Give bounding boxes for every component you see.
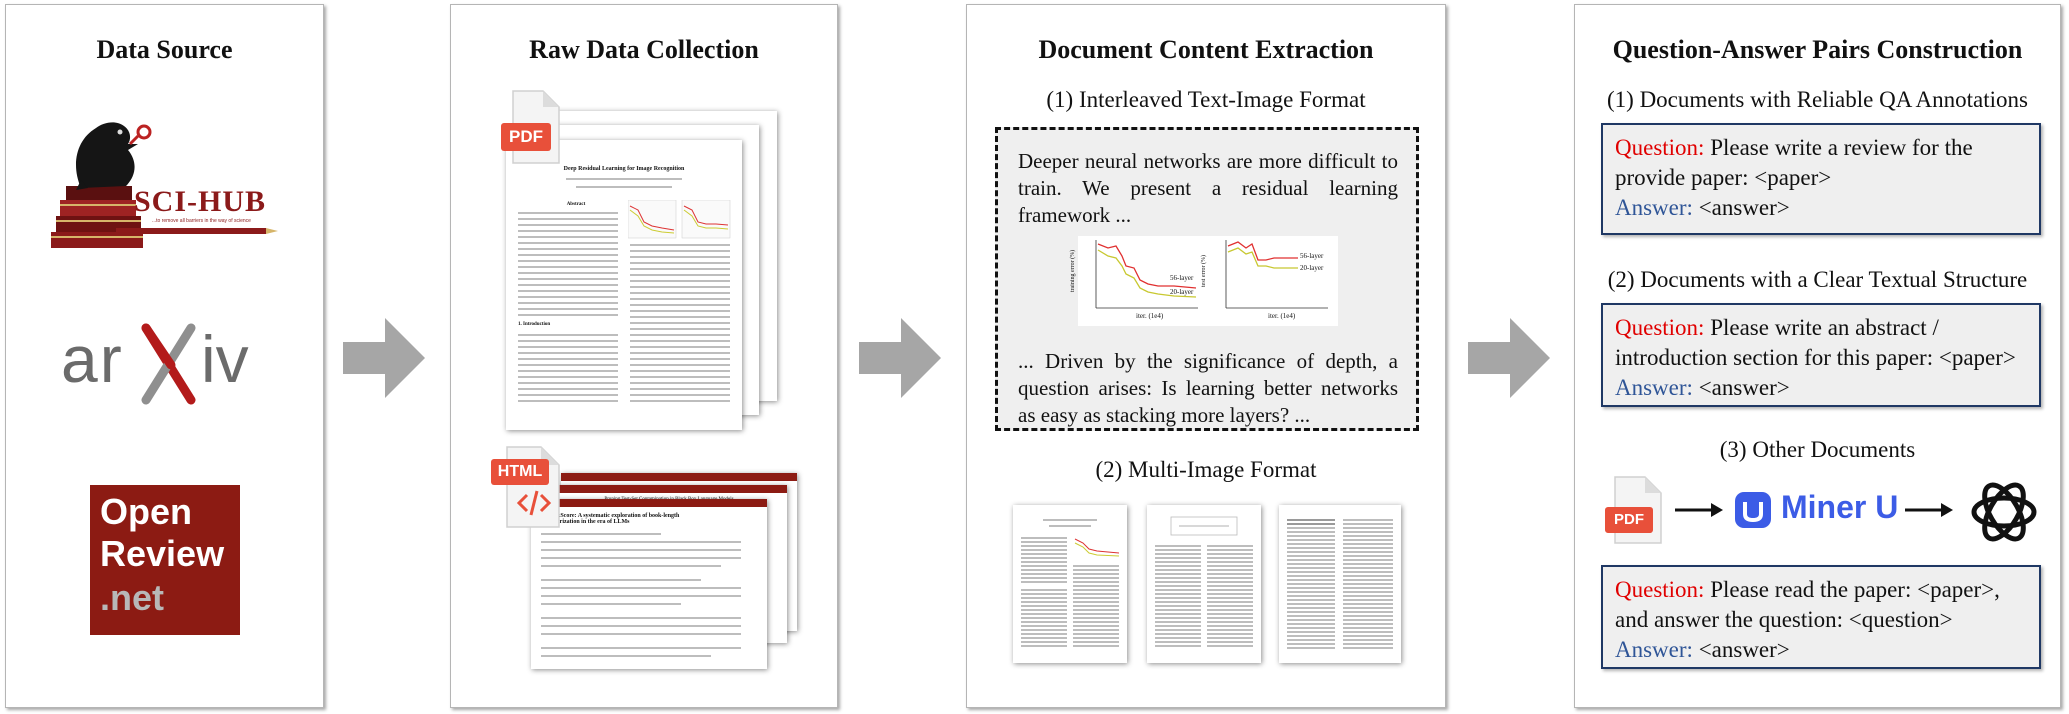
qa-category-2-label: (2) Documents with a Clear Textual Struc… — [1607, 267, 2028, 292]
qa-box-question-question: Please read the paper: <paper>, and answ… — [1615, 577, 2000, 632]
qa-box-review-question: Please write a review for the provide pa… — [1615, 135, 1973, 190]
question-prefix: Question: — [1615, 577, 1705, 602]
paper-title: Deep Residual Learning for Image Recogni… — [563, 166, 685, 172]
openreview-line2: Review — [100, 533, 225, 574]
pdf-paper-preview: Deep Residual Learning for Image Recogni… — [506, 140, 742, 430]
html-badge: HTML — [491, 459, 549, 485]
pdf-small-badge: PDF — [1605, 507, 1653, 533]
qa-category-1-label: (1) Documents with Reliable QA Annotatio… — [1607, 87, 2028, 112]
html-page-preview: BooookScore: A systematic exploration of… — [531, 499, 767, 669]
qa-box-abstract-answer: <answer> — [1698, 375, 1790, 400]
arrow-right-icon — [343, 318, 425, 398]
paper-abstract-heading: Abstract — [566, 202, 586, 207]
panel-document-content-extraction: Document Content Extraction (1) Interlea… — [966, 4, 1446, 708]
panel-title-raw-data-collection: Raw Data Collection — [529, 35, 759, 64]
plot-left-ylabel: training error (%) — [1070, 249, 1077, 293]
qa-box-abstract: Question: Please write an abstract / int… — [1601, 303, 2041, 407]
panel-raw-data-collection: Raw Data Collection Deep Residual Learni… — [450, 4, 838, 708]
arrow-right-icon — [1905, 503, 1953, 517]
interleaved-excerpt-box: Deeper neural networks are more difficul… — [995, 127, 1419, 431]
format2-label: (2) Multi-Image Format — [1095, 457, 1317, 482]
scihub-tagline: ...to remove all barriers in the way of … — [152, 218, 251, 224]
arxiv-iv: iv — [201, 322, 249, 396]
training-curves-figure: training error (%) test error (%) iter. … — [1070, 236, 1338, 326]
scihub-logo: SCI-HUB ...to remove all barriers in the… — [46, 110, 296, 260]
scihub-wordmark: SCI-HUB — [134, 185, 267, 218]
raven-icon — [51, 122, 278, 248]
pdf-badge: PDF — [501, 123, 551, 151]
paper-intro-heading: 1. Introduction — [518, 322, 551, 327]
page-thumbnail-3 — [1279, 505, 1401, 663]
web-paper-title: BooookScore: A systematic exploration of… — [541, 513, 680, 525]
panel-title-qa-pairs-construction: Question-Answer Pairs Construction — [1612, 35, 2023, 64]
qa-box-question-answer: <answer> — [1698, 637, 1790, 662]
plot-right-20-label: 20-layer — [1300, 264, 1324, 272]
arrow-right-icon — [1468, 318, 1550, 398]
panel-title-data-source: Data Source — [96, 35, 233, 64]
page-thumbnail-2 — [1147, 505, 1261, 663]
pdf-file-icon: PDF — [501, 89, 561, 165]
html-file-icon: HTML — [491, 445, 561, 529]
question-prefix: Question: — [1615, 135, 1705, 160]
openreview-line3: .net — [100, 577, 165, 618]
mineru-logo-icon — [1735, 492, 1771, 528]
mineru-logo: Miner U — [1733, 487, 1903, 533]
openreview-line1: Open — [100, 491, 193, 532]
arxiv-logo: ar iv — [61, 320, 281, 410]
panel-title-document-content-extraction: Document Content Extraction — [1038, 35, 1374, 64]
panel-qa-pairs-construction: Question-Answer Pairs Construction (1) D… — [1574, 4, 2061, 708]
arrow-right-icon — [859, 318, 941, 398]
qa-box-question: Question: Please read the paper: <paper>… — [1601, 565, 2041, 669]
arxiv-letters: ar — [61, 322, 124, 396]
pdf-file-icon: PDF — [1605, 475, 1665, 545]
panel-data-source: Data Source SCI-HUB ...to remove all bar… — [5, 4, 324, 708]
arrow-right-icon — [1675, 503, 1723, 517]
plot-left-xlabel: iter. (1e4) — [1136, 312, 1164, 320]
excerpt-bottom-text: ... Driven by the significance of depth,… — [1018, 349, 1398, 427]
qa-box-review: Question: Please write a review for the … — [1601, 123, 2041, 235]
answer-prefix: Answer: — [1615, 375, 1693, 400]
excerpt-top-text: Deeper neural networks are more difficul… — [1018, 149, 1398, 227]
qa-category-3-label: (3) Other Documents — [1719, 437, 1916, 462]
openreview-logo: Open Review .net — [90, 485, 240, 635]
mineru-wordmark: Miner U — [1781, 489, 1899, 525]
qa-box-abstract-question: Please write an abstract / introduction … — [1615, 315, 2016, 370]
qa-box-review-answer: <answer> — [1698, 195, 1790, 220]
answer-prefix: Answer: — [1615, 637, 1693, 662]
plot-left-20-label: 20-layer — [1170, 288, 1194, 296]
plot-right-ylabel: test error (%) — [1200, 255, 1207, 287]
question-prefix: Question: — [1615, 315, 1705, 340]
chatgpt-logo-icon — [1971, 482, 2037, 542]
format1-label: (1) Interleaved Text-Image Format — [1046, 87, 1366, 112]
answer-prefix: Answer: — [1615, 195, 1693, 220]
page-thumbnail-1 — [1013, 505, 1127, 663]
plot-left-56-label: 56-layer — [1170, 274, 1194, 282]
plot-right-xlabel: iter. (1e4) — [1268, 312, 1296, 320]
plot-right-56-label: 56-layer — [1300, 252, 1324, 260]
